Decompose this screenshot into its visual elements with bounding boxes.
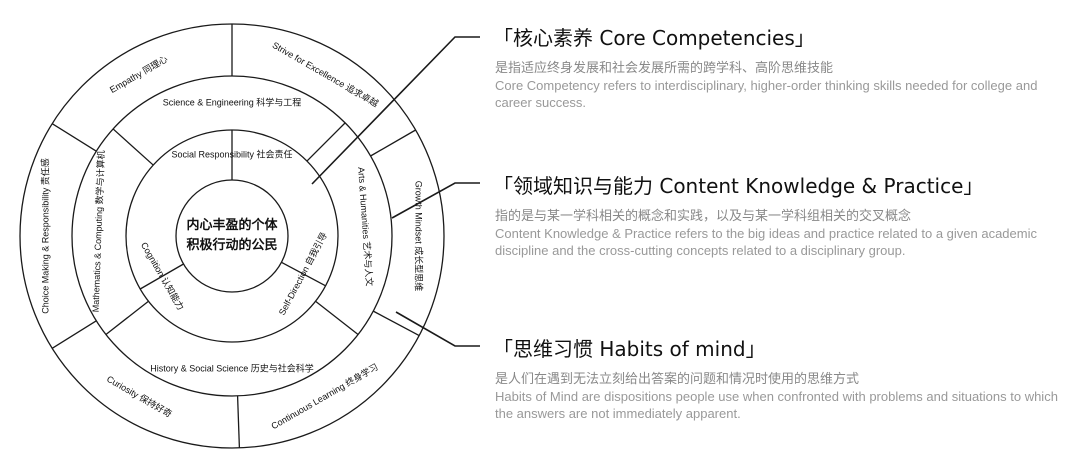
section-title: 「领域知识与能力 Content Knowledge & Practice」 (493, 174, 984, 198)
ring-label-history-social-science: History & Social Science 历史与社会科学 (150, 362, 314, 373)
section-description-zh: 是指适应终身发展和社会发展所需的跨学科、高阶思维技能 (495, 61, 834, 76)
ring-label-growth-mindset: Growth Mindset 成长型思维 (414, 181, 425, 292)
center-line-1: 内心丰盈的个体 (186, 217, 278, 233)
section-description-zh: 是人们在遇到无法立刻给出答案的问题和情况时使用的思维方式 (495, 372, 860, 387)
inner-core-circle (175, 179, 289, 293)
ring-divider (51, 123, 97, 152)
section-core-competencies: 「核心素养 Core Competencies」 是指适应终身发展和社会发展所需… (493, 22, 1063, 111)
ring-label-social-responsibility: Social Responsibility 社会责任 (171, 148, 292, 159)
competency-ring-diagram: Cognition 认知能力 Self-Direction 自我引导 Social … (19, 23, 480, 449)
outer-ring-circle (19, 23, 445, 449)
ring-label-arts-humanities: Arts & Humanities 艺术与人文 (356, 167, 375, 287)
connector-core-competencies (311, 36, 480, 185)
ring-circles (19, 23, 445, 449)
section-title: 「思维习惯 Habits of mind」 (493, 337, 766, 361)
ring-label-self-direction: Self-Direction 自我引导 (276, 230, 329, 317)
ring-divider (51, 320, 97, 349)
ring-divider (370, 129, 416, 157)
ring-label-empathy: Empathy 同理心 (108, 54, 169, 95)
section-habits-of-mind: 「思维习惯 Habits of mind」 是人们在遇到无法立刻给出答案的问题和… (493, 333, 1063, 422)
ring-divider (281, 261, 326, 287)
section-description-zh: 指的是与某一学科相关的概念和实践，以及与某一学科组相关的交叉概念 (495, 209, 912, 224)
connector-habits-of-mind (395, 311, 480, 347)
ring-divider (306, 122, 346, 162)
section-title: 「核心素养 Core Competencies」 (493, 26, 815, 50)
section-description-en: Core Competency refers to interdisciplin… (495, 78, 1038, 110)
section-description-en: Habits of Mind are dispositions people u… (495, 389, 1058, 421)
section-content-knowledge: 「领域知识与能力 Content Knowledge & Practice」 指… (493, 170, 1063, 259)
center-line-2: 积极行动的公民 (186, 237, 277, 253)
ring-divider (372, 310, 420, 337)
ring-labels: Cognition 认知能力 Self-Direction 自我引导 Social … (39, 39, 424, 431)
ring-divider (315, 300, 359, 336)
ring-dividers (51, 24, 420, 448)
ring-divider (105, 300, 149, 336)
ring-label-math-computing: Mathematics & Computing 数学与计算机 (90, 150, 107, 312)
section-description-en: Content Knowledge & Practice refers to t… (495, 226, 1037, 258)
ring-label-science-engineering: Science & Engineering 科学与工程 (163, 96, 302, 107)
ring-divider (236, 395, 241, 448)
connector-content-knowledge (391, 182, 480, 219)
connector-lines (311, 36, 480, 347)
ring-divider (139, 263, 184, 290)
ring-divider (112, 128, 154, 166)
ring-label-choice-making: Choice Making & Responsibility 责任感 (39, 158, 50, 314)
ring-label-cognition: Cognition 认知能力 (139, 240, 187, 312)
